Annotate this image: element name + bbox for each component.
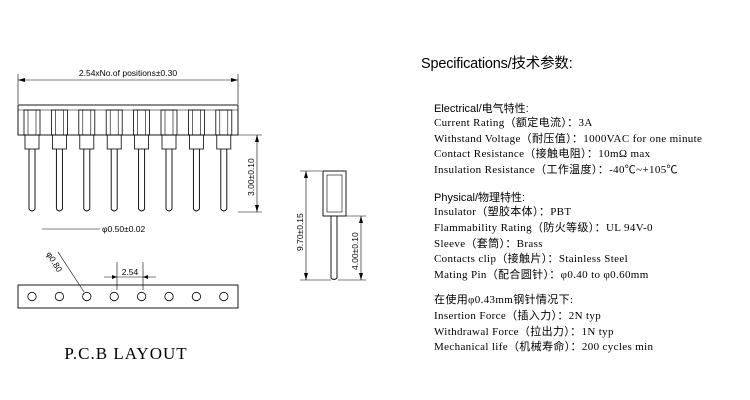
physical-heading: Physical/物理特性: xyxy=(434,192,526,205)
pin-shoulder xyxy=(161,134,177,150)
spec-row: Withdrawal Force（拉出力）：1N typ xyxy=(434,325,614,338)
specifications-panel: Specifications/技术参数: Electrical/电气特性: Cu… xyxy=(418,52,748,356)
sleeve xyxy=(51,109,68,136)
pin xyxy=(138,149,146,212)
spec-row: Flammability Rating（防火等级）：UL 94V-0 xyxy=(434,221,653,234)
pin xyxy=(165,149,173,212)
side-view: 9.70±0.15 4.00±0.10 xyxy=(295,170,366,281)
spec-row: Withstand Voltage（耐压值）：1000VAC for one m… xyxy=(434,132,703,145)
sleeve xyxy=(133,109,151,136)
pin xyxy=(220,149,228,212)
pcb-hole xyxy=(82,291,92,302)
spec-row: Current Rating（额定电流）：3A xyxy=(434,117,593,129)
pin xyxy=(28,149,36,212)
pin xyxy=(110,149,118,212)
pcb-hole xyxy=(164,291,174,302)
pin-shoulder xyxy=(79,134,95,150)
width-dimension-label: 2.54xNo.of positions±0.30 xyxy=(79,68,178,78)
height-dimension-label: 3.00±0.10 xyxy=(246,158,256,196)
sleeve xyxy=(105,109,123,136)
side-pin-length-label: 4.00±0.10 xyxy=(350,232,360,270)
specifications-title: Specifications/技术参数: xyxy=(421,56,573,72)
spec-row: Insertion Force（插入力）：2N typ xyxy=(434,309,602,322)
spec-row: Contact Resistance（接触电阻）：10mΩ max xyxy=(434,148,651,161)
electrical-section: Electrical/电气特性: Current Rating（额定电流）：3A… xyxy=(418,100,748,178)
pin-shoulder xyxy=(52,134,67,150)
spec-row: Mechanical life（机械寿命）：200 cycles min xyxy=(434,341,654,354)
pcb-hole xyxy=(109,291,119,302)
usage-section: 在使用φ0.43mm钢针情况下: Insertion Force（插入力）：2N… xyxy=(418,293,748,355)
pcb-hole xyxy=(137,291,147,302)
pin-shoulder xyxy=(216,134,232,150)
pin xyxy=(192,149,200,212)
sleeve xyxy=(215,109,233,136)
pin-shoulder xyxy=(188,134,204,150)
front-sleeves xyxy=(23,109,233,212)
usage-heading: 在使用φ0.43mm钢针情况下: xyxy=(434,294,574,307)
pin xyxy=(83,149,91,212)
pcb-hole xyxy=(191,291,201,302)
sleeve xyxy=(160,109,178,136)
pitch-label: 2.54 xyxy=(122,267,139,277)
pin-diameter-label: φ0.50±0.02 xyxy=(102,224,146,234)
pcb-holes xyxy=(27,291,229,302)
pin-shoulder xyxy=(106,134,122,150)
sleeve xyxy=(187,109,205,136)
pin xyxy=(55,149,63,212)
pin-shoulder xyxy=(24,134,40,150)
physical-section: Physical/物理特性: Insulator（塑胶本体）：PBT Flamm… xyxy=(418,189,748,283)
spec-row: Sleeve（套筒）：Brass xyxy=(434,237,543,250)
pin-shoulder xyxy=(134,134,150,150)
pcb-layout-view: φ0.80 2.54 P.C.B LAYOUT xyxy=(17,250,239,363)
spec-row: Insulator（塑胶本体）：PBT xyxy=(434,206,572,219)
sleeve xyxy=(23,109,41,136)
hole-diameter-label: φ0.80 xyxy=(44,250,64,274)
side-total-height-label: 9.70±0.15 xyxy=(295,213,305,251)
pcb-hole xyxy=(54,291,65,302)
spec-row: Mating Pin（配合圆针）：φ0.40 to φ0.60mm xyxy=(434,268,649,281)
sleeve xyxy=(78,109,96,136)
electrical-heading: Electrical/电气特性: xyxy=(434,103,529,115)
front-view: 2.54xNo.of positions±0.30 3.00±0.10 φ0.5… xyxy=(17,68,262,234)
pcb-hole xyxy=(219,291,229,302)
spec-row: Contacts clip（接触片）：Stainless Steel xyxy=(434,253,628,266)
pcb-hole xyxy=(27,291,37,302)
pcb-layout-title: P.C.B LAYOUT xyxy=(64,344,187,363)
spec-row: Insulation Resistance（工作温度）：-40℃~+105℃ xyxy=(434,163,678,176)
